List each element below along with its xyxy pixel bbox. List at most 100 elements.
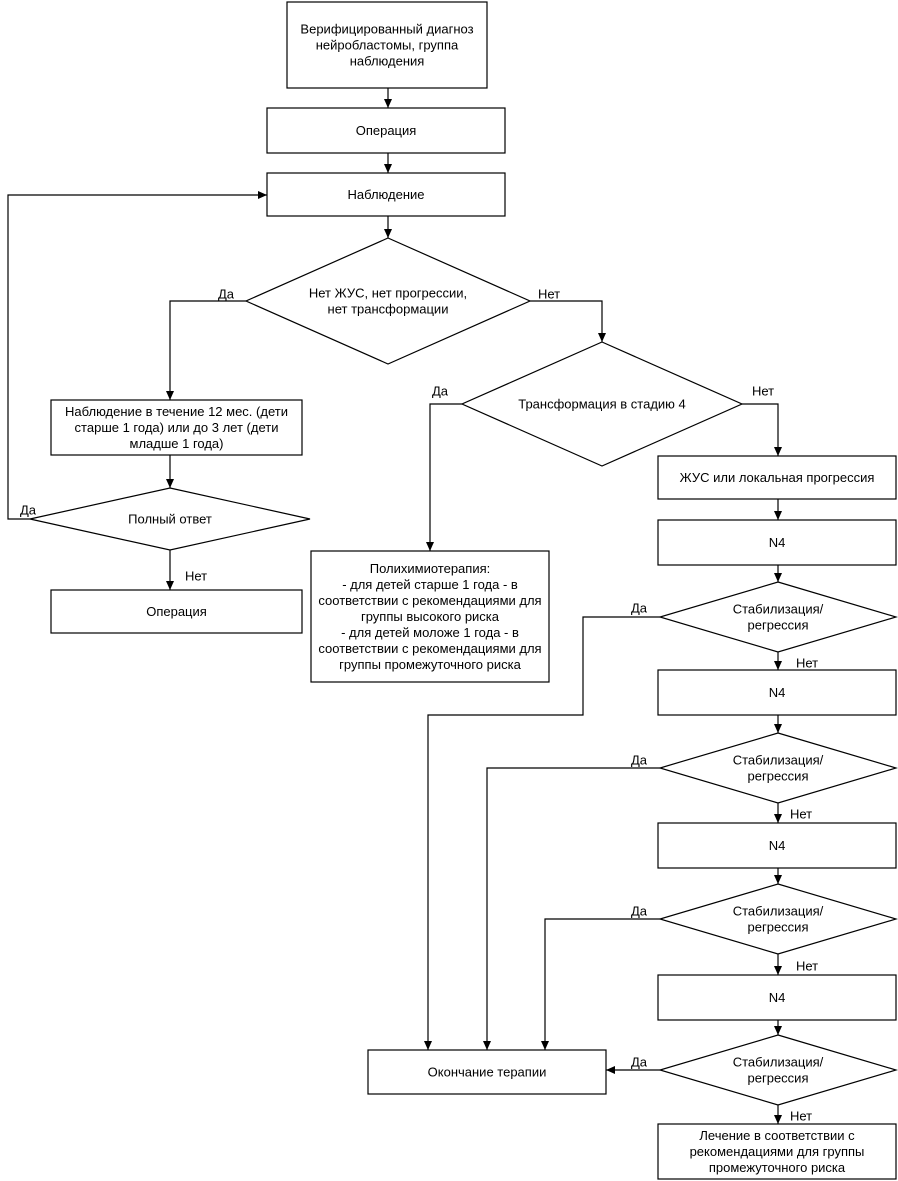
edge-stage4-yes-to-chemotherapy bbox=[426, 403, 462, 551]
start-box-text: наблюдения bbox=[350, 54, 425, 69]
decision-stage4-shape bbox=[460, 341, 744, 467]
operation-box-text: Операция bbox=[356, 123, 417, 138]
decision-full-response-shape bbox=[29, 487, 311, 551]
chemotherapy-box-shape bbox=[310, 550, 550, 683]
decision-stabilization-2-text: регрессия bbox=[748, 769, 809, 784]
label-no-stab-1: Нет bbox=[796, 656, 818, 671]
label-yes-stage4: Да bbox=[432, 384, 449, 399]
decision-full-response-text: Полный ответ bbox=[128, 512, 212, 527]
intermediate-risk-box-text: Лечение в соответствии с bbox=[699, 1128, 855, 1143]
decision-stabilization-1-shape bbox=[657, 581, 898, 653]
zhus-local-progression-box-shape bbox=[657, 455, 897, 500]
decision-stabilization-3-text: регрессия bbox=[748, 920, 809, 935]
start-box-text: нейробластомы, группа bbox=[316, 38, 459, 53]
edge-full-response-yes-loop bbox=[7, 191, 267, 520]
start-box-text: Верифицированный диагноз bbox=[300, 22, 473, 37]
label-no-stab-4: Нет bbox=[790, 1109, 812, 1124]
label-no-stab-2: Нет bbox=[790, 807, 812, 822]
end-therapy-box: Окончание терапии bbox=[367, 1049, 607, 1095]
label-no-full-response: Нет bbox=[185, 569, 207, 584]
n4-box-4: N4 bbox=[657, 974, 897, 1021]
intermediate-risk-box-text: рекомендациями для группы bbox=[690, 1144, 865, 1159]
label-yes-full-response: Да bbox=[20, 503, 37, 518]
decision-stabilization-3-shape bbox=[657, 883, 898, 955]
end-therapy-box-text: Окончание терапии bbox=[428, 1065, 547, 1080]
operation-2-box-shape bbox=[50, 589, 303, 634]
n4-box-1-shape bbox=[657, 519, 897, 566]
n4-box-4-shape bbox=[657, 974, 897, 1021]
chemotherapy-box-text: соответствии с рекомендациями для bbox=[318, 593, 541, 608]
label-yes-stab-4: Да bbox=[631, 1055, 648, 1070]
intermediate-risk-box-text: промежуточного риска bbox=[709, 1160, 846, 1175]
label-yes-stab-1: Да bbox=[631, 601, 648, 616]
decision-stabilization-1: Стабилизация/регрессия bbox=[657, 581, 898, 653]
chemotherapy-box-text: группы высокого риска bbox=[361, 609, 500, 624]
n4-box-3-shape bbox=[657, 822, 897, 869]
operation-2-box: Операция bbox=[50, 589, 303, 634]
decision-stabilization-3-text: Стабилизация/ bbox=[733, 904, 824, 919]
decision-no-progression: Нет ЖУС, нет прогрессии,нет трансформаци… bbox=[244, 237, 532, 365]
decision-stabilization-1-text: регрессия bbox=[748, 618, 809, 633]
intermediate-risk-box-shape bbox=[657, 1123, 897, 1180]
decision-stabilization-2-shape bbox=[657, 732, 898, 804]
decision-stabilization-4-text: регрессия bbox=[748, 1071, 809, 1086]
label-yes-stab-2: Да bbox=[631, 753, 648, 768]
decision-stabilization-2: Стабилизация/регрессия bbox=[657, 732, 898, 804]
decision-stabilization-4: Стабилизация/регрессия bbox=[657, 1034, 898, 1106]
zhus-local-progression-box-text: ЖУС или локальная прогрессия bbox=[680, 470, 875, 485]
observation-12m-box-text: старше 1 года) или до 3 лет (дети bbox=[75, 420, 279, 435]
n4-box-2: N4 bbox=[657, 669, 897, 716]
connectors bbox=[7, 88, 782, 1124]
observation-12m-box-text: Наблюдение в течение 12 мес. (дети bbox=[65, 404, 288, 419]
n4-box-4-text: N4 bbox=[769, 990, 786, 1005]
edge-stab-1-yes-to-end bbox=[424, 616, 660, 1050]
decision-stabilization-1-text: Стабилизация/ bbox=[733, 602, 824, 617]
decision-stabilization-3: Стабилизация/регрессия bbox=[657, 883, 898, 955]
edge-stab-3-yes-to-end bbox=[541, 918, 660, 1050]
observation-12m-box-text: младше 1 года) bbox=[130, 436, 224, 451]
decision-stabilization-2-text: Стабилизация/ bbox=[733, 753, 824, 768]
label-no-stage4: Нет bbox=[752, 384, 774, 399]
operation-box-shape bbox=[266, 107, 506, 154]
operation-box: Операция bbox=[266, 107, 506, 154]
decision-no-progression-text: нет трансформации bbox=[328, 302, 449, 317]
edge-decision-no-to-stage4 bbox=[530, 300, 606, 342]
n4-box-1-text: N4 bbox=[769, 535, 786, 550]
observation-box: Наблюдение bbox=[266, 172, 506, 217]
observation-12m-box-shape bbox=[50, 399, 303, 456]
n4-box-3-text: N4 bbox=[769, 838, 786, 853]
observation-box-text: Наблюдение bbox=[347, 187, 424, 202]
n4-box-3: N4 bbox=[657, 822, 897, 869]
decision-stage4: Трансформация в стадию 4 bbox=[460, 341, 744, 467]
label-no-stab-3: Нет bbox=[796, 959, 818, 974]
label-yes-stab-3: Да bbox=[631, 904, 648, 919]
decision-no-progression-shape bbox=[244, 237, 532, 365]
decision-stage4-text: Трансформация в стадию 4 bbox=[518, 397, 686, 412]
edge-decision-yes-to-observation-12m bbox=[166, 300, 246, 400]
chemotherapy-box-text: Полихимиотерапия: bbox=[370, 561, 491, 576]
edge-stab-2-yes-to-end bbox=[483, 767, 660, 1050]
decision-full-response: Полный ответ bbox=[29, 487, 311, 551]
edge-stage4-no-to-zhus bbox=[742, 403, 782, 456]
label-no-no-progression: Нет bbox=[538, 287, 560, 302]
label-yes-no-progression: Да bbox=[218, 287, 235, 302]
chemotherapy-box-text: - для детей моложе 1 года - в bbox=[341, 625, 519, 640]
observation-12m-box: Наблюдение в течение 12 мес. (детистарше… bbox=[50, 399, 303, 456]
chemotherapy-box-text: - для детей старше 1 года - в bbox=[342, 577, 518, 592]
n4-box-2-text: N4 bbox=[769, 685, 786, 700]
n4-box-1: N4 bbox=[657, 519, 897, 566]
chemotherapy-box-text: соответствии с рекомендациями для bbox=[318, 641, 541, 656]
observation-box-shape bbox=[266, 172, 506, 217]
decision-stabilization-4-shape bbox=[657, 1034, 898, 1106]
decision-stabilization-4-text: Стабилизация/ bbox=[733, 1055, 824, 1070]
chemotherapy-box-text: группы промежуточного риска bbox=[339, 657, 521, 672]
zhus-local-progression-box: ЖУС или локальная прогрессия bbox=[657, 455, 897, 500]
chemotherapy-box: Полихимиотерапия:- для детей старше 1 го… bbox=[310, 550, 550, 683]
end-therapy-box-shape bbox=[367, 1049, 607, 1095]
decision-no-progression-text: Нет ЖУС, нет прогрессии, bbox=[309, 286, 467, 301]
